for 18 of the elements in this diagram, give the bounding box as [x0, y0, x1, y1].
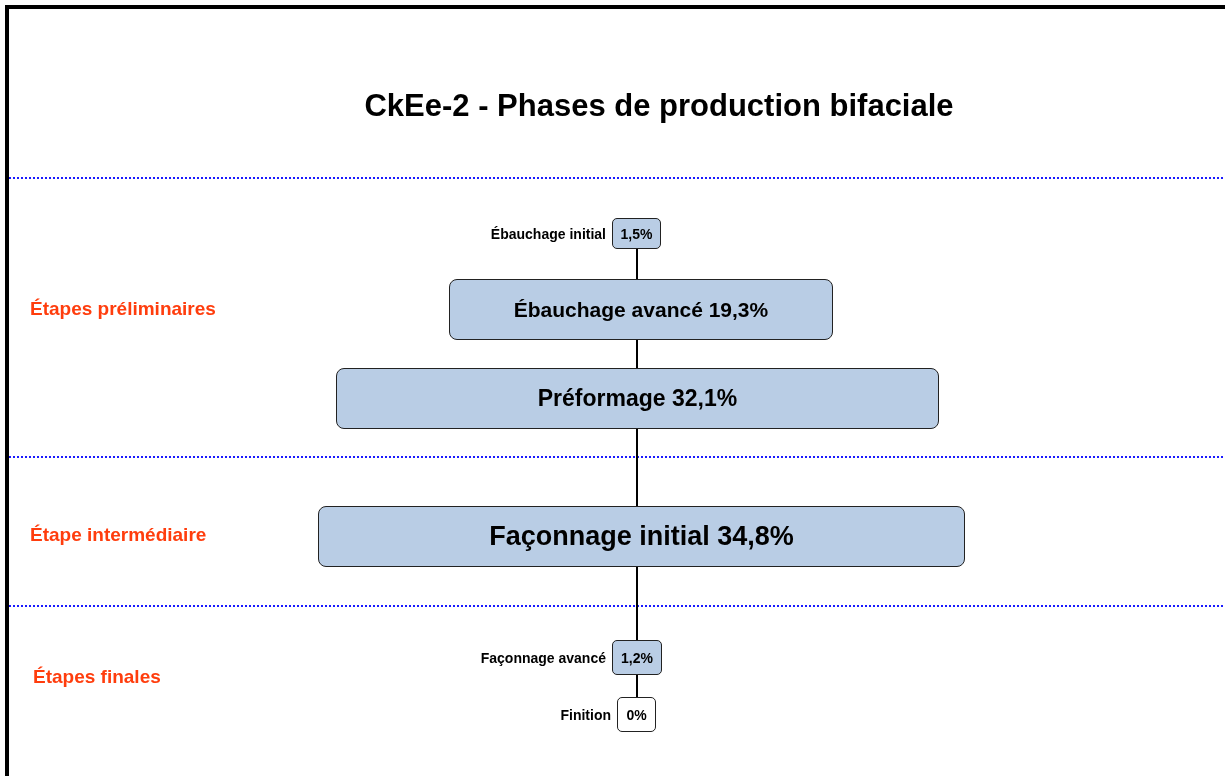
stage-label: Étapes finales: [33, 666, 161, 688]
connector-line: [636, 428, 638, 507]
diagram-title: CkEe-2 - Phases de production bifaciale: [363, 88, 955, 124]
percentage-box: 0%: [617, 697, 656, 732]
percentage-box: 1,5%: [612, 218, 661, 249]
connector-line: [636, 339, 638, 369]
phase-box: Façonnage initial 34,8%: [318, 506, 965, 567]
connector-line: [636, 674, 638, 698]
connector-line: [636, 566, 638, 641]
stage-label: Étape intermédiaire: [30, 524, 207, 546]
percentage-box: 1,2%: [612, 640, 662, 675]
connector-line: [636, 248, 638, 280]
phase-box: Ébauchage avancé 19,3%: [449, 279, 833, 340]
phase-label: Finition: [560, 705, 611, 724]
phase-box: Préformage 32,1%: [336, 368, 939, 429]
phase-label: Façonnage avancé: [480, 648, 606, 667]
phase-label: Ébauchage initial: [490, 224, 606, 243]
stage-label: Étapes préliminaires: [30, 298, 216, 320]
